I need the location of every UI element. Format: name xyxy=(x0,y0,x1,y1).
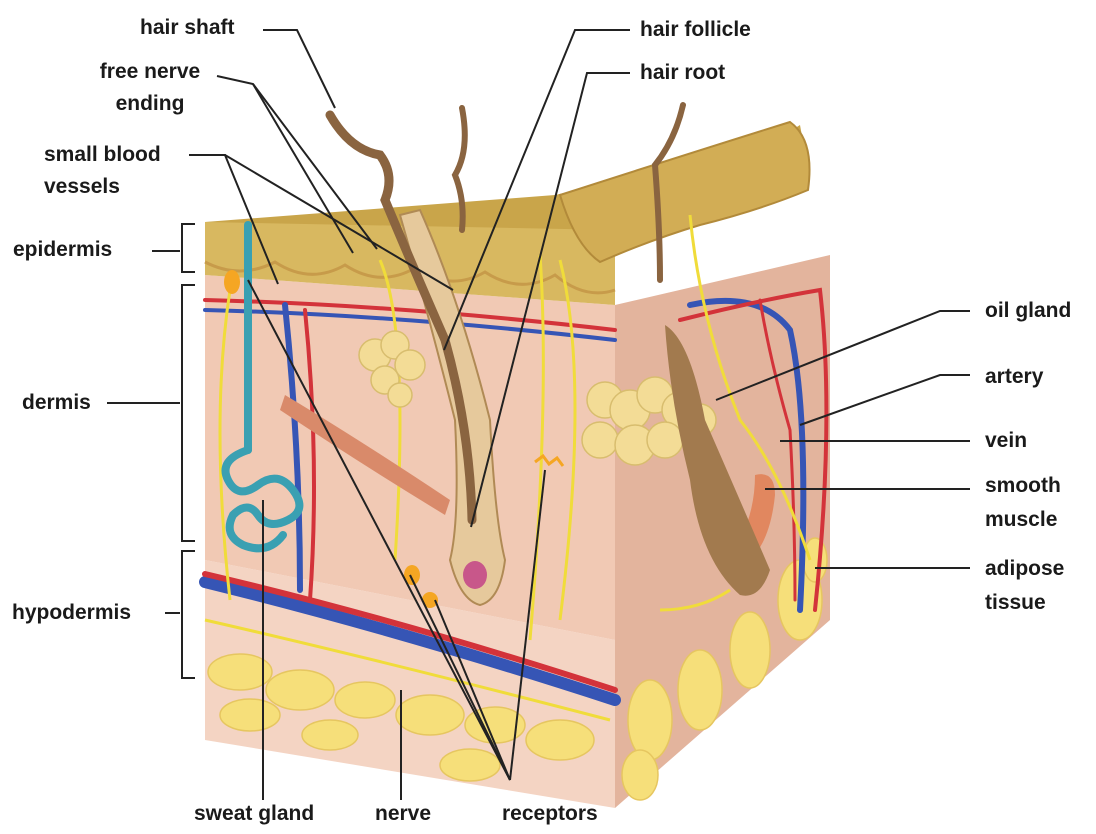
label-hypodermis: hypodermis xyxy=(12,597,131,629)
label-hair-root: hair root xyxy=(640,57,725,89)
label-artery: artery xyxy=(985,361,1043,393)
label-vein: vein xyxy=(985,425,1027,457)
label-smooth-muscle-line2: muscle xyxy=(985,504,1057,536)
label-nerve: nerve xyxy=(375,798,431,830)
epidermis-bracket xyxy=(182,224,195,272)
label-oil-gland: oil gland xyxy=(985,295,1071,327)
label-adipose-tissue-line2: tissue xyxy=(985,587,1046,619)
label-receptors: receptors xyxy=(502,798,598,830)
label-hair-follicle: hair follicle xyxy=(640,14,751,46)
layer-brackets xyxy=(182,224,195,678)
hypodermis-bracket xyxy=(182,551,195,678)
label-smooth-muscle-line1: smooth xyxy=(985,470,1061,502)
label-free-nerve-ending-line1: free nerve xyxy=(85,56,215,88)
label-adipose-tissue-line1: adipose xyxy=(985,553,1064,585)
label-dermis: dermis xyxy=(22,387,91,419)
label-free-nerve-ending-line2: ending xyxy=(85,88,215,120)
label-sweat-gland: sweat gland xyxy=(194,798,314,830)
label-epidermis: epidermis xyxy=(13,234,112,266)
dermis-bracket xyxy=(182,285,195,541)
epidermis-flap xyxy=(560,122,810,262)
label-small-blood-vessels-line1: small blood xyxy=(44,139,161,171)
label-hair-shaft: hair shaft xyxy=(140,12,235,44)
skin-block xyxy=(205,105,830,808)
leader-hair-shaft xyxy=(263,30,335,108)
label-small-blood-vessels-line2: vessels xyxy=(44,171,120,203)
